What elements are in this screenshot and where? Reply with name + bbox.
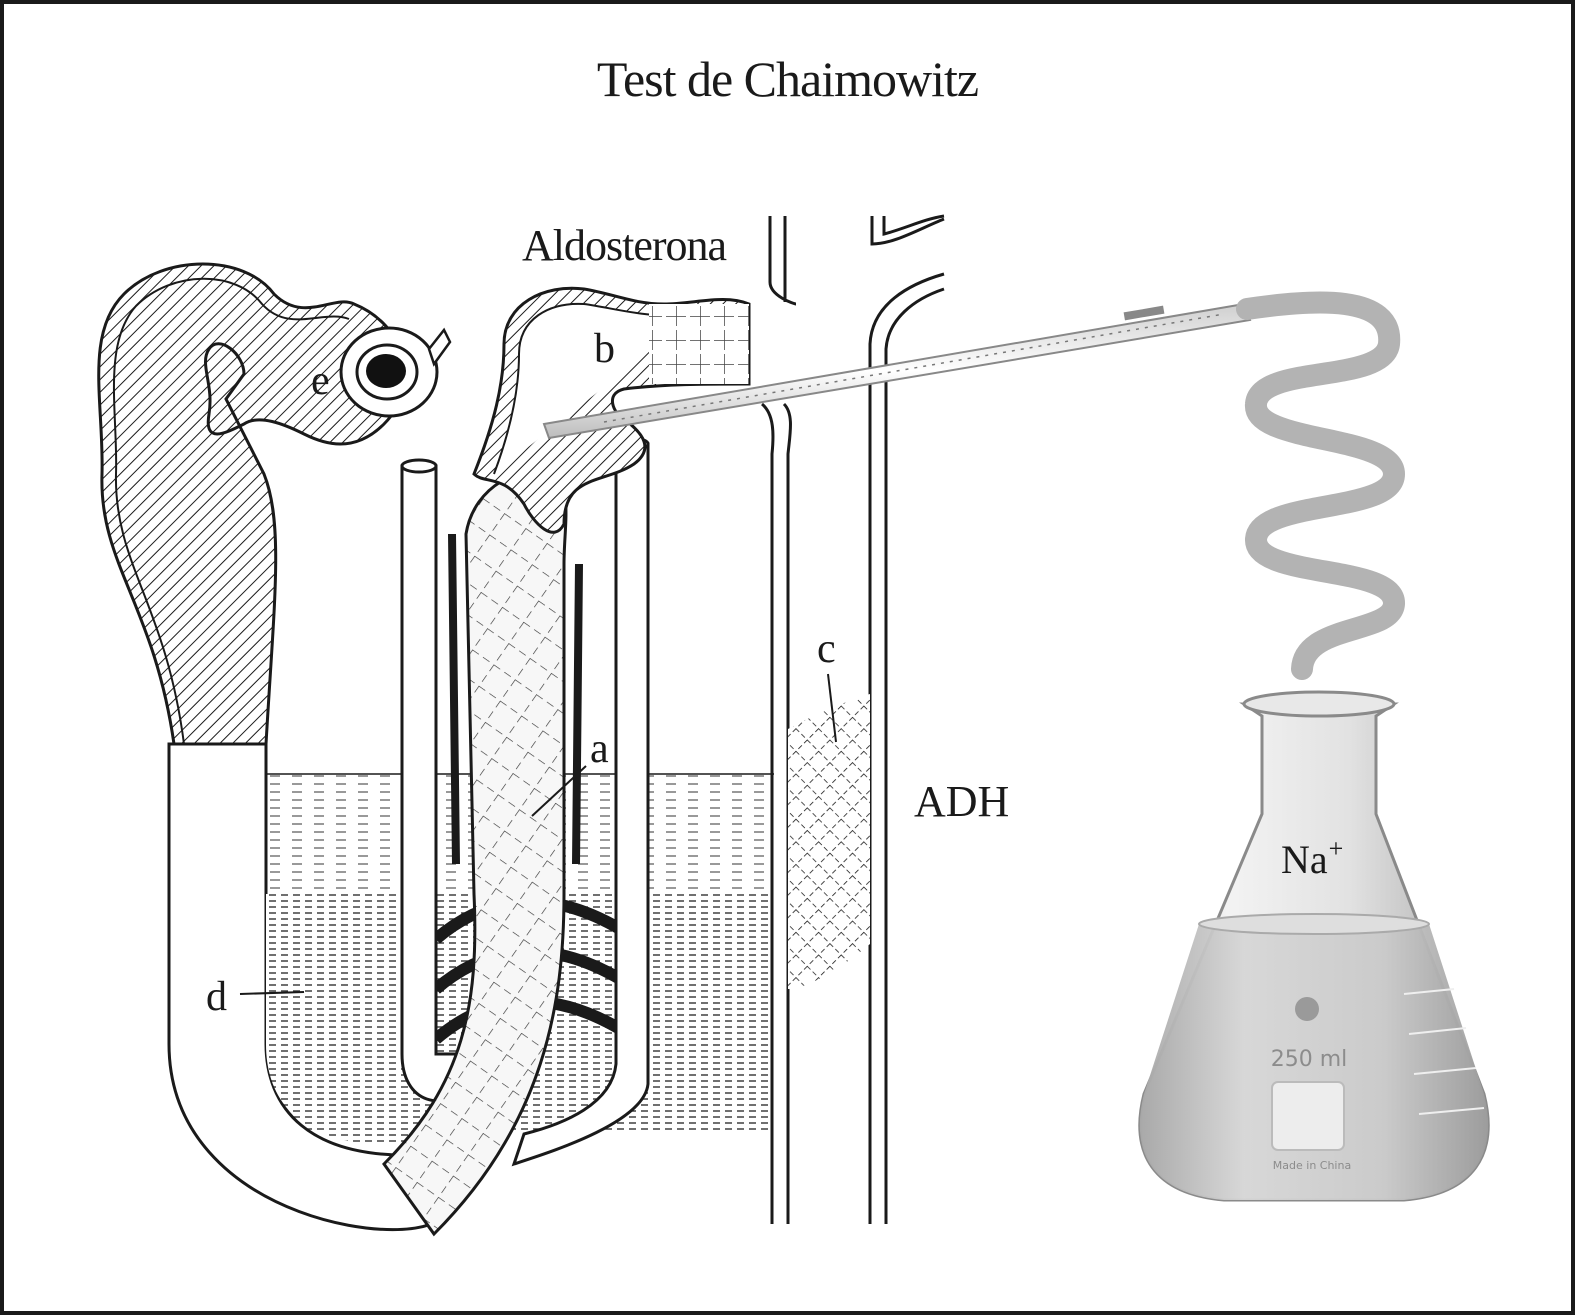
label-e: e — [311, 360, 330, 402]
gray-tube — [1247, 302, 1394, 669]
figure-title: Test de Chaimowitz — [4, 54, 1571, 104]
ion-charge: + — [1329, 834, 1344, 863]
glomerulus — [341, 328, 450, 416]
label-d: d — [206, 976, 227, 1018]
label-c: c — [817, 628, 836, 670]
flask-origin-mark: Made in China — [1273, 1159, 1351, 1172]
label-sodium-ion: Na+ — [1281, 836, 1343, 880]
label-aldosterona: Aldosterona — [522, 224, 726, 268]
erlenmeyer-flask: 250 ml Made in China — [1140, 692, 1488, 1200]
ion-symbol: Na — [1281, 837, 1328, 882]
nephron-diagram: 250 ml Made in China — [4, 4, 1571, 1311]
label-b: b — [594, 328, 615, 370]
label-adh: ADH — [914, 780, 1009, 824]
region-b-aldosterone — [649, 304, 749, 384]
label-a: a — [590, 728, 609, 770]
flask-volume-mark: 250 ml — [1271, 1047, 1348, 1072]
region-c-adh — [788, 694, 870, 989]
